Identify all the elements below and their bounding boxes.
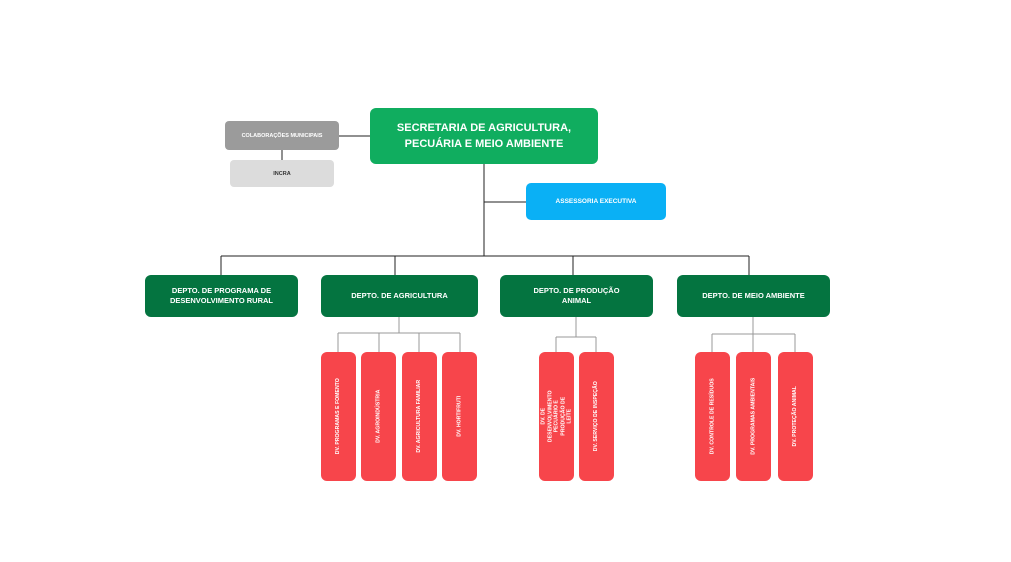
dept-label: DEPTO. DE MEIO AMBIENTE <box>702 291 805 300</box>
division-desenvolvimento-pecuario-box: DV. DE DESENVOLVIMENTO PECUÁRIO E PRODUÇ… <box>539 352 574 481</box>
division-label: DV. CONTROLE DE RESÍDUOS <box>709 378 716 455</box>
division-servico-inspecao-box: DV. SERVIÇO DE INSPEÇÃO <box>579 352 614 481</box>
division-agricultura-familiar-box: DV. AGRICULTURA FAMILIAR <box>402 352 437 481</box>
incra-box: INCRA <box>230 160 334 187</box>
dept-agricultura-box: DEPTO. DE AGRICULTURA <box>321 275 478 317</box>
division-hortifruti-box: DV. HORTIFRUTI <box>442 352 477 481</box>
division-programas-fomento-box: DV. PROGRAMAS E FOMENTO <box>321 352 356 481</box>
dept-label: DEPTO. DE AGRICULTURA <box>351 291 448 300</box>
division-label: DV. DE DESENVOLVIMENTO PECUÁRIO E PRODUÇ… <box>540 390 573 443</box>
division-label: DV. AGROINDÚSTRIA <box>375 389 382 444</box>
division-label: DV. PROGRAMAS AMBIENTAIS <box>750 377 757 456</box>
division-controle-residuos-box: DV. CONTROLE DE RESÍDUOS <box>695 352 730 481</box>
division-protecao-animal-box: DV. PROTEÇÃO ANIMAL <box>778 352 813 481</box>
dept-label: DEPTO. DE PRODUÇÃO ANIMAL <box>533 286 620 305</box>
colaboracoes-municipais-box: COLABORAÇÕES MUNICIPAIS <box>225 121 339 150</box>
colaboracoes-label: COLABORAÇÕES MUNICIPAIS <box>241 132 323 139</box>
secretaria-label: SECRETARIA DE AGRICULTURA, PECUÁRIA E ME… <box>396 122 572 150</box>
dept-producao-animal-box: DEPTO. DE PRODUÇÃO ANIMAL <box>500 275 653 317</box>
division-label: DV. SERVIÇO DE INSPEÇÃO <box>593 381 600 452</box>
dept-meio-ambiente-box: DEPTO. DE MEIO AMBIENTE <box>677 275 830 317</box>
division-label: DV. HORTIFRUTI <box>456 395 463 438</box>
division-label: DV. AGRICULTURA FAMILIAR <box>416 380 423 453</box>
dept-desenvolvimento-rural-box: DEPTO. DE PROGRAMA DE DESENVOLVIMENTO RU… <box>145 275 298 317</box>
assessoria-label: ASSESSORIA EXECUTIVA <box>555 198 637 205</box>
secretaria-box: SECRETARIA DE AGRICULTURA, PECUÁRIA E ME… <box>370 108 598 164</box>
division-label: DV. PROGRAMAS E FOMENTO <box>335 378 342 455</box>
division-label: DV. PROTEÇÃO ANIMAL <box>792 386 799 447</box>
division-agroindustria-box: DV. AGROINDÚSTRIA <box>361 352 396 481</box>
dept-label: DEPTO. DE PROGRAMA DE DESENVOLVIMENTO RU… <box>169 286 274 305</box>
incra-label: INCRA <box>273 170 291 177</box>
division-programas-ambientais-box: DV. PROGRAMAS AMBIENTAIS <box>736 352 771 481</box>
assessoria-executiva-box: ASSESSORIA EXECUTIVA <box>526 183 666 220</box>
